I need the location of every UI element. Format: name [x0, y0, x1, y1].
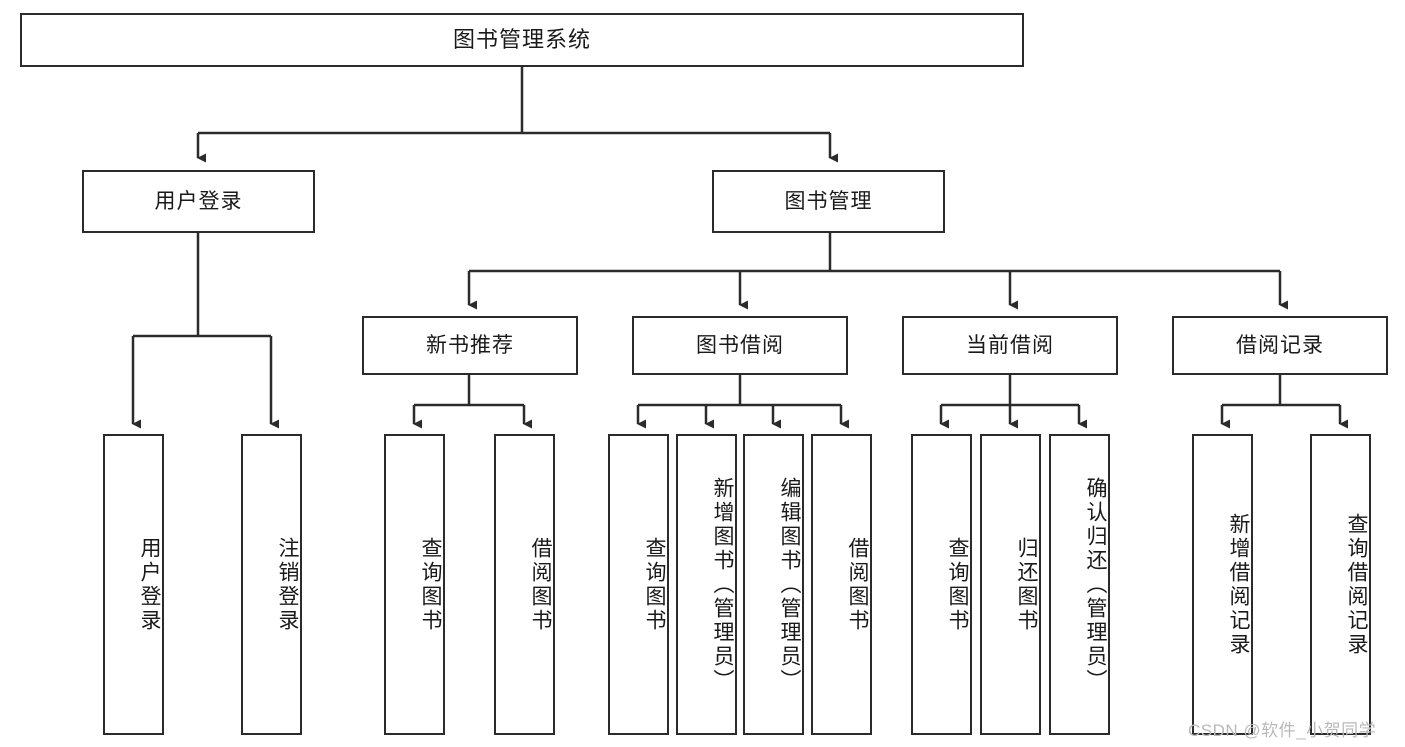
node-leaf-query-book-2-label: 查询图书: [643, 536, 666, 633]
node-leaf-return-book[interactable]: 归还图书: [980, 434, 1041, 735]
node-leaf-query-record-label: 查询借阅记录: [1345, 512, 1368, 657]
node-leaf-query-book-2[interactable]: 查询图书: [608, 434, 669, 735]
node-user-login[interactable]: 用户登录: [82, 170, 315, 233]
node-leaf-add-record-label: 新增借阅记录: [1227, 512, 1250, 657]
node-leaf-edit-book[interactable]: 编辑图书（管理员）: [743, 434, 804, 735]
node-leaf-logout[interactable]: 注销登录: [241, 434, 302, 735]
node-leaf-user-login-label: 用户登录: [138, 536, 161, 633]
node-book-borrow[interactable]: 图书借阅: [632, 316, 848, 375]
node-new-book-recommend-label: 新书推荐: [426, 333, 514, 357]
node-leaf-query-record[interactable]: 查询借阅记录: [1310, 434, 1371, 735]
node-new-book-recommend[interactable]: 新书推荐: [362, 316, 578, 375]
node-book-manage-label: 图书管理: [784, 189, 873, 213]
node-leaf-add-book-label: 新增图书（管理员）: [711, 476, 734, 693]
node-leaf-borrow-book-1-label: 借阅图书: [529, 536, 552, 633]
node-leaf-confirm-return[interactable]: 确认归还（管理员）: [1049, 434, 1110, 735]
node-leaf-return-book-label: 归还图书: [1015, 536, 1038, 633]
node-leaf-logout-label: 注销登录: [276, 536, 299, 633]
node-leaf-query-book-1[interactable]: 查询图书: [384, 434, 445, 735]
node-leaf-query-book-3-label: 查询图书: [946, 536, 969, 633]
node-root-label: 图书管理系统: [452, 26, 591, 52]
csdn-watermark: CSDN @软件_小贺同学: [1188, 721, 1377, 740]
node-leaf-edit-book-label: 编辑图书（管理员）: [778, 476, 801, 693]
node-leaf-borrow-book-1[interactable]: 借阅图书: [494, 434, 555, 735]
node-root[interactable]: 图书管理系统: [20, 13, 1024, 67]
node-leaf-add-book[interactable]: 新增图书（管理员）: [676, 434, 737, 735]
node-book-manage[interactable]: 图书管理: [712, 170, 945, 233]
node-book-borrow-label: 图书借阅: [696, 333, 784, 357]
node-current-borrow[interactable]: 当前借阅: [902, 316, 1118, 375]
node-leaf-confirm-return-label: 确认归还（管理员）: [1084, 476, 1107, 693]
node-borrow-record[interactable]: 借阅记录: [1172, 316, 1388, 375]
node-leaf-add-record[interactable]: 新增借阅记录: [1192, 434, 1253, 735]
node-borrow-record-label: 借阅记录: [1236, 333, 1324, 357]
node-leaf-query-book-3[interactable]: 查询图书: [911, 434, 972, 735]
node-leaf-borrow-book-2-label: 借阅图书: [846, 536, 869, 633]
node-user-login-label: 用户登录: [154, 189, 243, 213]
node-leaf-query-book-1-label: 查询图书: [419, 536, 442, 633]
node-current-borrow-label: 当前借阅: [966, 333, 1054, 357]
node-leaf-user-login[interactable]: 用户登录: [103, 434, 164, 735]
node-leaf-borrow-book-2[interactable]: 借阅图书: [811, 434, 872, 735]
